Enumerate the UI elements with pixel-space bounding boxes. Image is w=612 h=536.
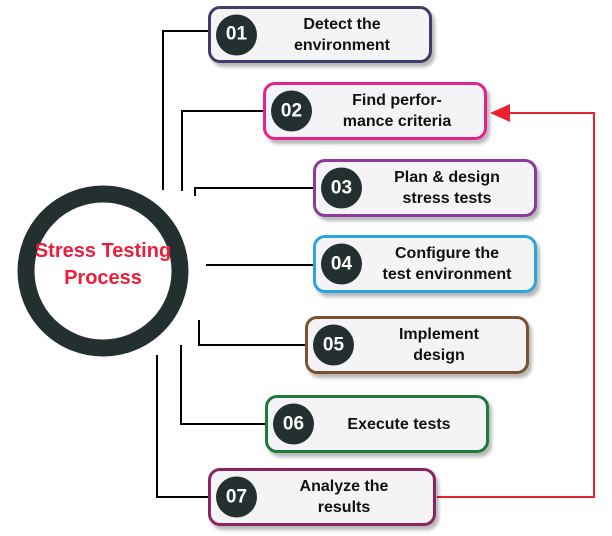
step-label-01-line1: Detect the bbox=[303, 15, 381, 33]
hub-label-line2: Process bbox=[64, 267, 142, 289]
connector-03 bbox=[194, 187, 313, 196]
step-number-03: 03 bbox=[321, 167, 362, 209]
step-number-05: 05 bbox=[313, 324, 354, 366]
step-06: 06 Execute tests bbox=[265, 395, 489, 453]
step-label-04-line1: Configure the bbox=[395, 245, 499, 262]
step-label-05: Implement design bbox=[358, 319, 520, 371]
feedback-arrow-head bbox=[490, 104, 510, 122]
step-label-03-line1: Plan & design bbox=[394, 169, 500, 186]
step-number-01: 01 bbox=[216, 14, 257, 55]
step-label-07-line2: results bbox=[317, 499, 371, 516]
connector-02 bbox=[181, 110, 263, 191]
step-label-06-line1: Execute tests bbox=[347, 415, 451, 433]
step-label-07: Analyze the results bbox=[261, 471, 427, 523]
step-number-06: 06 bbox=[273, 403, 314, 445]
step-label-01-line2: environment bbox=[293, 36, 390, 54]
hub-label: Stress Testing Process bbox=[28, 238, 178, 292]
step-label-03-line2: stress tests bbox=[402, 190, 492, 207]
step-number-02: 02 bbox=[271, 90, 312, 132]
feedback-arrow-line bbox=[437, 112, 595, 498]
step-02: 02 Find perfor- mance criteria bbox=[263, 82, 487, 140]
step-label-05-line1: Implement bbox=[398, 326, 479, 343]
step-label-05-line2: design bbox=[413, 347, 465, 364]
step-label-02-line2: mance criteria bbox=[342, 113, 452, 130]
step-label-02-line1: Find perfor- bbox=[352, 92, 442, 109]
step-label-04-line2: test environment bbox=[382, 266, 512, 283]
step-05: 05 Implement design bbox=[305, 316, 529, 374]
step-label-02: Find perfor- mance criteria bbox=[316, 85, 478, 137]
connector-06 bbox=[180, 345, 265, 425]
step-number-04: 04 bbox=[321, 243, 362, 285]
step-label-06: Execute tests bbox=[318, 398, 480, 450]
connector-05 bbox=[198, 320, 305, 346]
step-number-07: 07 bbox=[216, 476, 257, 518]
step-label-03: Plan & design stress tests bbox=[366, 162, 528, 214]
step-label-07-line1: Analyze the bbox=[299, 478, 389, 495]
hub-label-line1: Stress Testing bbox=[34, 240, 172, 262]
step-04: 04 Configure the test environment bbox=[313, 235, 537, 293]
connector-01 bbox=[162, 30, 208, 190]
step-03: 03 Plan & design stress tests bbox=[313, 159, 537, 217]
step-01: 01 Detect the environment bbox=[208, 6, 432, 63]
connector-07 bbox=[156, 355, 208, 498]
step-label-01: Detect the environment bbox=[261, 9, 423, 60]
step-07: 07 Analyze the results bbox=[208, 468, 436, 526]
step-label-04: Configure the test environment bbox=[366, 238, 528, 290]
hub-circle bbox=[17, 185, 189, 357]
